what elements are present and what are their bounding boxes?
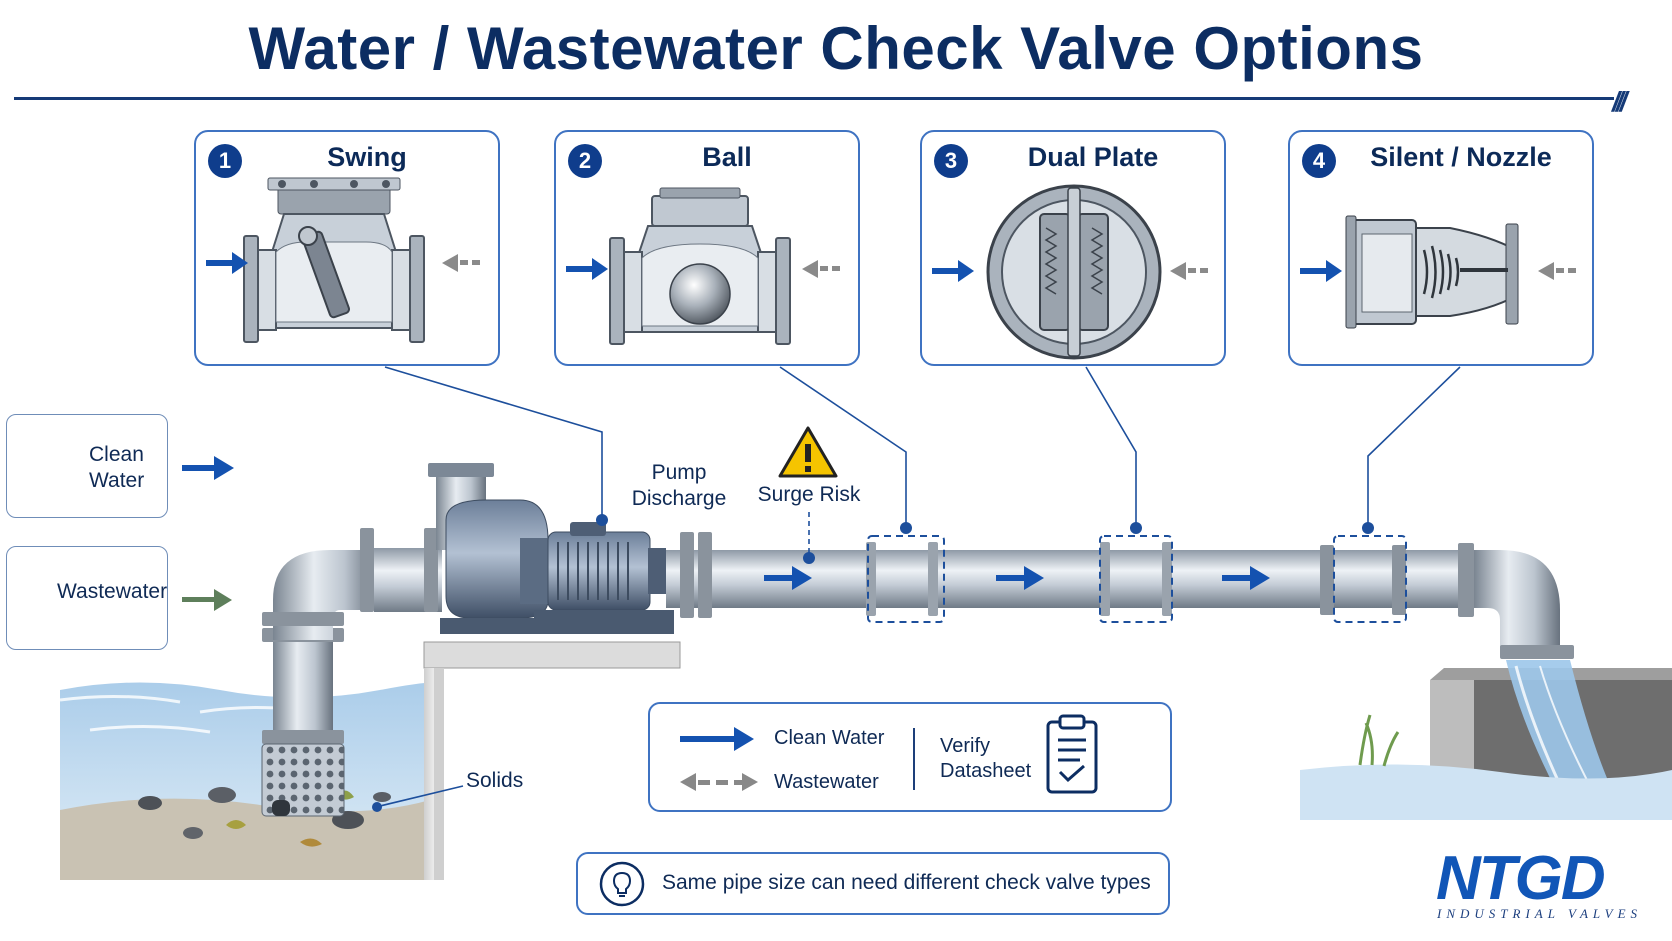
flow-arrow-3 [1222,566,1270,590]
leader-swing [384,366,603,520]
valve-number-badge: 3 [934,144,968,178]
clean-water-label: Clean Water [89,443,145,492]
pump-pad [423,641,681,669]
flow-legend: Clean Water Wastewater Verify Datasheet [648,702,1172,812]
swing-valve-icon [206,177,480,343]
outfall-stream [1506,660,1612,790]
valve-card-title: Ball [702,142,752,172]
valve-card-swing: 1 Swing [194,130,500,366]
pump-discharge-label: Pump Discharge [631,461,727,510]
logo-mark: NTGD [1436,844,1606,913]
legend-clean-water-arrow [680,727,754,751]
valve-card-ball: 2 Ball [554,130,860,366]
leader-dual-plate [1085,366,1137,528]
valve-card-title: Swing [327,142,407,172]
outfall-pool [1300,764,1672,820]
logo-subtitle: INDUSTRIAL VALVES [1437,906,1643,921]
clean-water-arrow [182,456,234,480]
leader-silent [1367,366,1461,528]
flow-arrow-1 [764,566,812,590]
clean-water-box: Clean Water [6,414,168,518]
page-title: Water / Wastewater Check Valve Options [248,15,1424,82]
silent-nozzle-valve-icon [1300,215,1576,329]
legend-wastewater-arrow [680,773,758,791]
solids-label: Solids [466,769,524,792]
valve-number-badge: 4 [1302,144,1336,178]
legend-wastewater-label: Wastewater [774,771,879,793]
valve-card-silent-nozzle: 4 Silent / Nozzle [1288,130,1594,366]
tip-banner: Same pipe size can need different check … [576,852,1170,915]
valve-location-4 [1333,535,1407,623]
valve-card-title: Dual Plate [1027,142,1159,172]
valve-location-3 [1099,535,1173,623]
leader-ball [779,366,907,528]
foot-strainer [261,743,345,817]
ball-valve-icon [566,187,840,345]
wastewater-arrow [182,589,232,611]
clipboard-check-icon [1046,714,1098,794]
title-slash-decoration: /// [1612,86,1627,117]
valve-number-badge: 2 [568,144,602,178]
ntgd-logo: NTGD INDUSTRIAL VALVES [1436,844,1660,922]
legend-graphics [680,714,1098,794]
wastewater-label: Wastewater [57,580,168,603]
valve-number-badge: 1 [208,144,242,178]
title-underline [14,97,1614,100]
lightbulb-icon [599,861,645,907]
dual-plate-valve-icon [932,184,1208,360]
tip-text: Same pipe size can need different check … [662,871,1151,894]
surge-risk-label: Surge Risk [757,483,861,506]
valve-card-dual-plate: 3 Dual Plate [920,130,1226,366]
flow-arrow-2 [996,566,1044,590]
leader-solids [379,785,464,807]
legend-clean-water-label: Clean Water [774,727,885,749]
valve-location-1-2 [867,535,945,623]
wastewater-box: Wastewater [6,546,168,650]
valve-card-title: Silent / Nozzle [1370,142,1552,172]
verify-datasheet-label: Verify Datasheet [940,735,1032,782]
